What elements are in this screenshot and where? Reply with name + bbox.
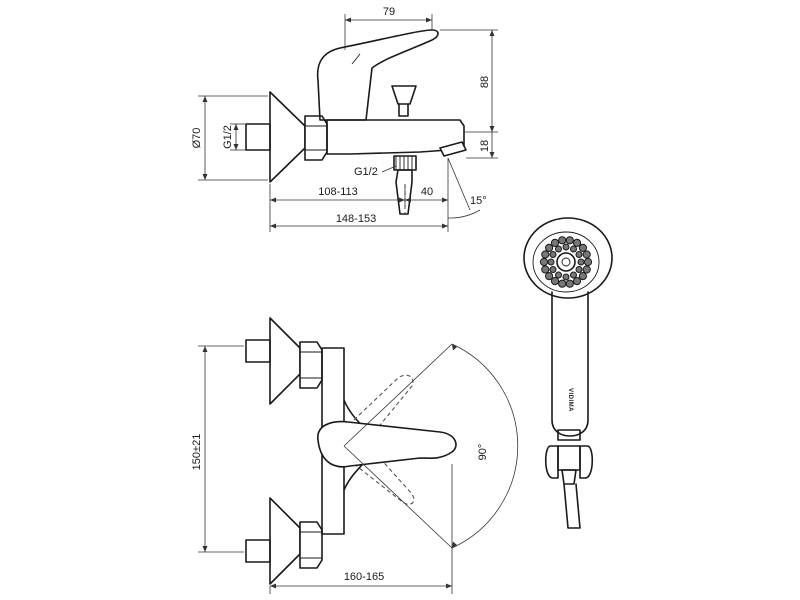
nozzle xyxy=(547,258,555,266)
nozzle xyxy=(545,243,554,252)
nozzle xyxy=(545,272,554,281)
dim-spout-angle: 15° xyxy=(470,195,487,207)
nozzle xyxy=(575,251,583,258)
nozzle xyxy=(555,245,562,253)
dim-height-top: 88 xyxy=(479,76,491,88)
side-view-dimensions: 79 88 18 Ø70 G1/2 G1/2 108-113 xyxy=(191,6,498,232)
dim-wall-to-spout: 108-113 xyxy=(318,186,358,198)
front-view xyxy=(245,317,457,585)
nozzle xyxy=(549,266,557,273)
nozzle xyxy=(582,250,591,259)
dim-lever-reach: 79 xyxy=(383,6,395,18)
nozzle xyxy=(539,257,549,267)
brand-label: VIDIMA xyxy=(567,388,573,412)
nozzle xyxy=(572,277,582,286)
hand-shower: VIDIMA xyxy=(523,217,613,529)
nozzle xyxy=(582,265,591,274)
dim-total-length: 148-153 xyxy=(336,213,376,225)
dim-centre-distance: 150±21 xyxy=(191,434,203,471)
dim-spout-height: 18 xyxy=(479,140,491,152)
nozzle xyxy=(562,243,570,251)
nozzle xyxy=(541,265,550,274)
nozzle xyxy=(570,271,577,279)
dim-overall-width: 160-165 xyxy=(344,571,384,583)
nozzle xyxy=(575,266,583,273)
nozzle xyxy=(562,273,570,281)
nozzle xyxy=(541,250,550,259)
dim-diameter: Ø70 xyxy=(191,128,203,149)
nozzle xyxy=(583,257,593,267)
nozzle xyxy=(549,251,557,258)
side-view xyxy=(245,29,467,215)
nozzle xyxy=(578,272,588,281)
dim-lever-rotation: 90° xyxy=(477,444,489,461)
dim-thread-outlet: G1/2 xyxy=(354,166,378,178)
nozzle xyxy=(550,277,560,286)
nozzle xyxy=(577,258,585,266)
nozzle xyxy=(565,236,574,245)
nozzle xyxy=(550,238,560,247)
nozzle-ring xyxy=(539,236,593,288)
dim-thread-inlet: G1/2 xyxy=(222,125,234,149)
dim-outlet-offset: 40 xyxy=(421,186,433,198)
nozzle xyxy=(558,236,567,245)
nozzle xyxy=(565,279,574,288)
nozzle xyxy=(558,279,567,288)
nozzle xyxy=(578,243,588,252)
front-view-dimensions: 150±21 90° 160-165 xyxy=(191,343,519,594)
nozzle xyxy=(572,238,582,247)
nozzle xyxy=(570,245,577,253)
nozzle xyxy=(555,271,562,279)
